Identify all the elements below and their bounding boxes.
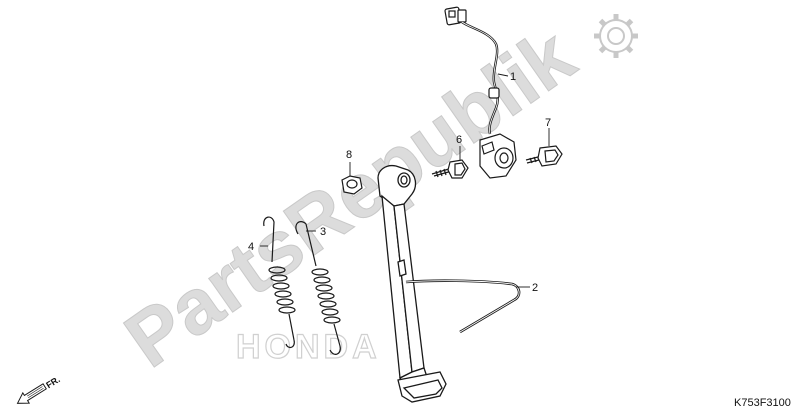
watermark-brand: HONDA xyxy=(236,328,381,366)
leader-lines xyxy=(260,73,550,288)
gear-icon[interactable] xyxy=(594,14,638,58)
callout-8[interactable]: 8 xyxy=(346,149,352,161)
callout-6[interactable]: 6 xyxy=(456,134,462,146)
part-spring-3[interactable] xyxy=(295,221,341,355)
diagram-code: K753F3100 xyxy=(734,397,791,409)
part-spring-4[interactable] xyxy=(263,216,296,349)
part-side-stand[interactable] xyxy=(377,164,521,403)
part-bolt-6[interactable] xyxy=(431,159,469,179)
part-bolt-7[interactable] xyxy=(525,145,563,167)
callout-2[interactable]: 2 xyxy=(532,282,538,294)
part-side-stand-switch[interactable] xyxy=(444,6,517,179)
callout-7[interactable]: 7 xyxy=(545,117,551,129)
callout-1[interactable]: 1 xyxy=(510,71,516,83)
callouts: 1 2 3 4 6 7 8 xyxy=(248,71,551,294)
callout-3[interactable]: 3 xyxy=(320,226,326,238)
part-nut-8[interactable] xyxy=(341,175,363,195)
front-arrow-icon: FR. xyxy=(16,374,62,404)
front-label: FR. xyxy=(44,374,62,390)
watermark: PartsRepublik HONDA xyxy=(109,10,591,384)
callout-4[interactable]: 4 xyxy=(248,241,254,253)
